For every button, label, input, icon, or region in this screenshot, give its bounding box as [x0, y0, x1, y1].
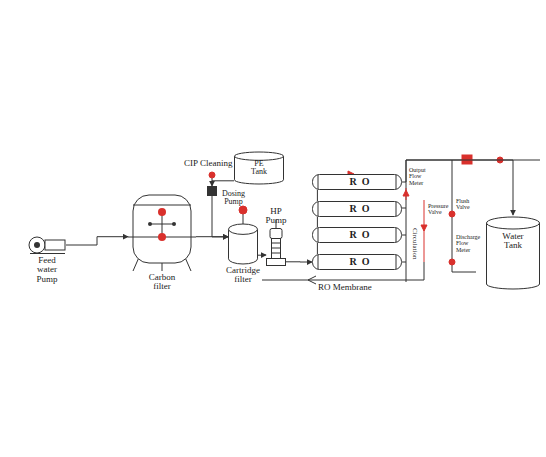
carbon-filter: Carbon filter [128, 193, 196, 292]
node-label: Feed water Pump [36, 256, 59, 284]
node-label: RO [342, 204, 378, 215]
flow-meter-label: Output Flow Meter [409, 167, 426, 186]
cartridge-filter-symbol [228, 224, 258, 264]
membrane-label: RO Membrane [318, 283, 372, 292]
pe-tank: PE Tank [234, 152, 284, 184]
water-tank-symbol [486, 215, 540, 290]
node-label: RO [342, 177, 378, 188]
carbon-filter-symbol [128, 193, 196, 271]
ro-vessel: RO [312, 201, 402, 217]
hp-pump-symbol [266, 228, 286, 266]
pipe-connector [286, 261, 312, 262]
flow-meter-label: Discharge Flow Meter [456, 234, 481, 253]
dosing-pump: Dosing Pump [207, 186, 246, 207]
node-label: RO [342, 257, 378, 268]
cartridge-filter: Cartridge filter [225, 224, 261, 285]
valve-label: Pressure Valve [428, 203, 451, 216]
feed-pump: Feed water Pump [28, 236, 66, 285]
water-tank: Water Tank [486, 215, 540, 290]
ro-vessel: RO [312, 174, 402, 190]
pipe-connector [317, 190, 318, 201]
circulation-label: Circulation [411, 228, 418, 260]
dosing-pump-symbol [207, 186, 217, 196]
pipe-connector [317, 217, 318, 227]
node-label: Carbon filter [148, 273, 176, 292]
ro-vessel: RO [312, 227, 402, 243]
pipe-connector [317, 243, 318, 254]
pipe-connector [402, 160, 513, 215]
ro-vessel: RO [312, 254, 402, 270]
pipe-connector [258, 255, 266, 256]
node-label: RO [342, 230, 378, 241]
node-label: Water Tank [502, 232, 525, 251]
node-label: PE Tank [251, 160, 268, 177]
node-label: HP Pump [265, 207, 288, 226]
feed-pump-symbol [28, 236, 66, 254]
pipe-connector [212, 181, 234, 186]
cip-label: CIP Cleaning [184, 159, 232, 168]
pipe-connector [66, 237, 128, 245]
node-label: Cartridge filter [226, 266, 261, 285]
node-label: Dosing Pump [221, 190, 246, 207]
valve-label: Flush Valve [456, 198, 480, 211]
hp-pump: HP Pump [264, 207, 288, 266]
